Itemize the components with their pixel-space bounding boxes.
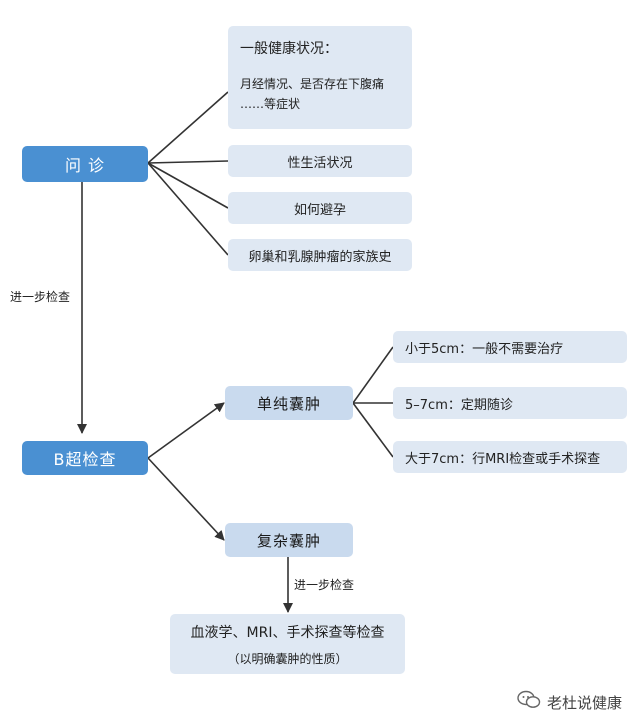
blood-test-subtitle: （以明确囊肿的性质） [227, 651, 348, 666]
node-size-small: 小于5cm：一般不需要治疗 [393, 331, 627, 363]
node-family-history: 卵巢和乳腺肿瘤的家族史 [228, 239, 412, 271]
edge-label-further-check-2: 进一步检查 [294, 578, 355, 592]
node-complex-cyst: 复杂囊肿 [225, 523, 353, 557]
wechat-icon [517, 690, 541, 714]
general-health-detail-1: 月经情况、是否存在下腹痛 [240, 77, 385, 91]
general-health-detail-2: ……等症状 [240, 97, 301, 111]
edge-ultrasound-simple [147, 402, 225, 459]
edge-simple-small [352, 346, 394, 404]
watermark-text: 老杜说健康 [546, 693, 622, 712]
edge-consult-contraception [147, 162, 229, 209]
edge-ultrasound-complex [147, 457, 225, 541]
node-sex-life: 性生活状况 [228, 145, 412, 177]
watermark: 老杜说健康 [517, 690, 622, 714]
edge-consult-family [147, 162, 229, 256]
node-ultrasound: B超检查 [22, 441, 148, 475]
node-general-health: 一般健康状况： 月经情况、是否存在下腹痛 ……等症状 [228, 26, 412, 129]
node-size-large: 大于7cm：行MRI检查或手术探查 [393, 441, 627, 473]
edge-consult-sexlife [147, 160, 229, 164]
node-size-medium: 5–7cm：定期随诊 [393, 387, 627, 419]
edge-label-further-check-1: 进一步检查 [10, 290, 71, 304]
blood-test-title: 血液学、MRI、手术探查等检查 [190, 624, 385, 641]
node-consult: 问 诊 [22, 146, 148, 182]
node-simple-cyst: 单纯囊肿 [225, 386, 353, 420]
node-blood-test: 血液学、MRI、手术探查等检查 （以明确囊肿的性质） [170, 614, 405, 674]
edge-simple-large [352, 402, 394, 458]
node-contraception: 如何避孕 [228, 192, 412, 224]
general-health-title: 一般健康状况： [240, 41, 338, 57]
edge-consult-general [147, 91, 229, 164]
